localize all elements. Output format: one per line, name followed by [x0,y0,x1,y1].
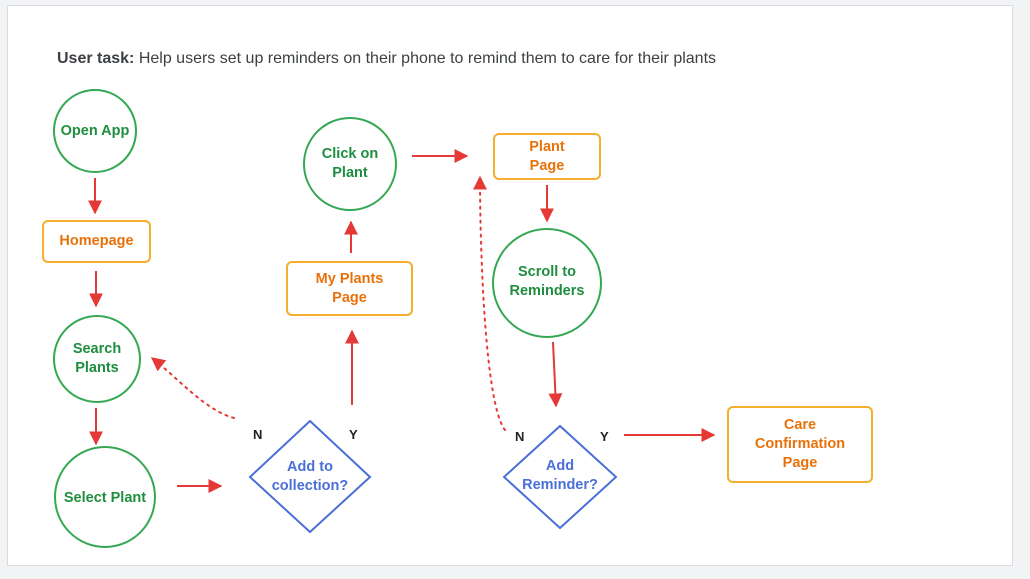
add-to-collection-label: Add to collection? [271,459,349,494]
add-to-collection-decision [248,419,372,534]
my-plants-page-label: My Plants Page [315,270,384,306]
arrow-collection-no-to-search [150,357,235,419]
reminder-yes-marker: Y [600,429,609,444]
user-task-heading: User task: Help users set up reminders o… [57,50,716,68]
open-app-node [53,89,137,173]
reminder-no-marker: N [515,429,525,444]
add-reminder-label: Add Reminder? [522,458,598,493]
plant-page-node [493,133,601,180]
search-plants-node [53,315,141,403]
add-reminder-decision [502,424,618,530]
homepage-node [42,220,151,263]
scroll-to-reminders-node [492,228,602,338]
open-app-label: Open App [60,122,130,139]
plant-page-label: Plant Page [529,138,565,174]
my-plants-page-node [286,261,413,316]
select-plant-label: Select Plant [63,489,147,506]
user-task-label: User task: [57,50,135,67]
arrow-reminder-no-to-plant-page [473,175,506,431]
care-confirmation-page-label: Care Confirmation Page [754,417,846,471]
click-on-plant-node [303,117,397,211]
arrow-scroll-to-reminder [548,341,563,408]
user-task-text: Help users set up reminders on their pho… [138,50,717,67]
search-plants-label: Search Plants [72,341,122,376]
select-plant-node [54,446,156,548]
collection-yes-marker: Y [349,427,358,442]
homepage-label: Homepage [59,233,134,249]
collection-no-marker: N [253,427,263,442]
click-on-plant-label: Click on Plant [321,146,379,181]
scroll-to-reminders-label: Scroll to Reminders [509,264,585,299]
care-confirmation-page-node [727,406,873,483]
